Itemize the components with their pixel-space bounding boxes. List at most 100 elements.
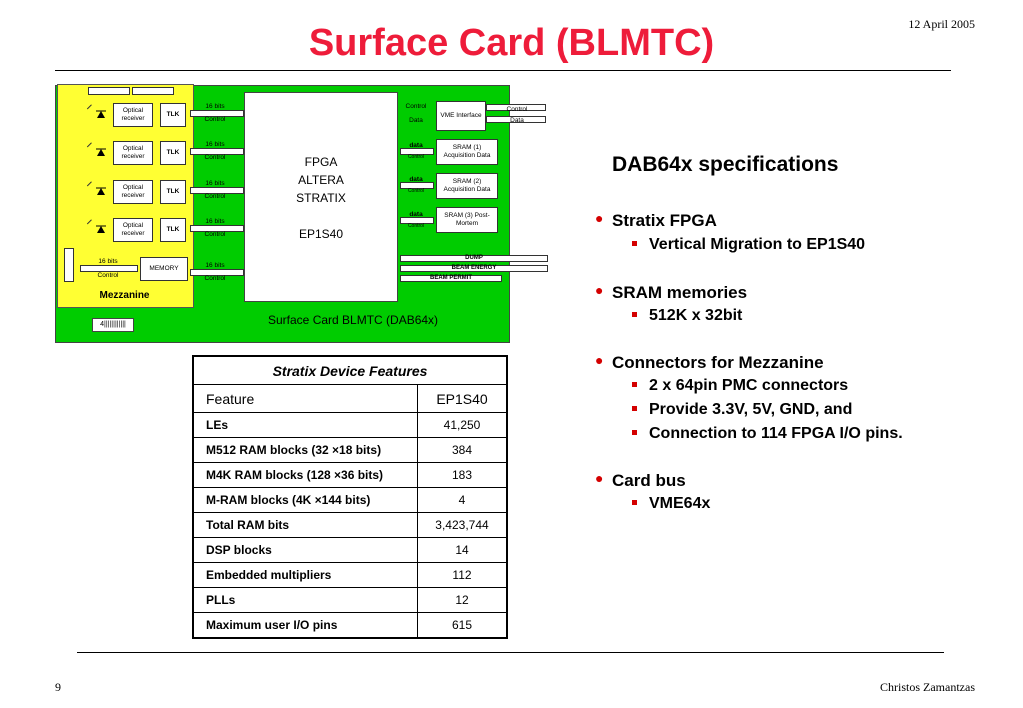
feature-value: 12 — [417, 587, 508, 613]
feature-value: 615 — [417, 612, 508, 639]
side-connector — [64, 248, 74, 282]
bullet-square-icon — [632, 500, 637, 505]
photodiode-icon — [96, 184, 106, 195]
feature-value: 183 — [417, 462, 508, 488]
feature-value: 14 — [417, 537, 508, 563]
tlk-control-label: Control — [204, 116, 226, 123]
diode-symbol-icon — [96, 148, 106, 156]
pmc-connector-2 — [132, 87, 174, 95]
tlk-4: TLK — [160, 218, 186, 242]
bullet-dot-icon: ● — [595, 210, 604, 226]
sram3-block: SRAM (3) Post-Mortem — [436, 207, 498, 233]
tlk-control-label: Control — [204, 231, 226, 238]
sram1-data-label: data — [409, 142, 423, 149]
beam-energy-line: BEAM ENERGY — [400, 265, 548, 272]
dump-line: DUMP — [400, 255, 548, 262]
feature-name: DSP blocks — [192, 537, 418, 563]
beam-permit-line: BEAM PERMIT — [400, 275, 502, 282]
table-row: M-RAM blocks (4K ×144 bits)4 — [192, 487, 508, 513]
diode-symbol-icon — [96, 225, 106, 233]
tlk-fpga-bus — [190, 225, 244, 232]
fpga-line-2: ALTERA — [298, 173, 344, 187]
spec-sub-migration: Vertical Migration to EP1S40 — [632, 236, 865, 254]
optical-receiver-1: Optical receiver — [113, 103, 153, 127]
bullet-dot-icon: ● — [595, 282, 604, 298]
slide-title: Surface Card (BLMTC) — [308, 22, 715, 64]
sram1-bus — [400, 148, 434, 155]
photodiode-icon — [96, 222, 106, 233]
tlk-bits-label: 16 bits — [205, 103, 225, 110]
tlk-1: TLK — [160, 103, 186, 127]
spec-item-cardbus: ●Card bus — [595, 470, 686, 490]
tlk-bits-label: 16 bits — [205, 218, 225, 225]
fpga-line-4 — [245, 207, 397, 225]
title-rule — [55, 70, 951, 71]
vme-control-bus — [486, 104, 546, 111]
sram2-bus — [400, 182, 434, 189]
memory-fpga-bus — [190, 269, 244, 276]
memory-bus — [80, 265, 138, 272]
fpga-line-1: FPGA — [304, 155, 338, 169]
table-caption: Stratix Device Features — [192, 355, 508, 385]
memory-bits-label: 16 bits — [98, 258, 118, 265]
vme-data-out: Data — [510, 117, 524, 124]
specs-title: DAB64x specifications — [612, 153, 839, 176]
sram1-control-label: Control — [407, 154, 425, 160]
tlk-fpga-bus — [190, 110, 244, 117]
optical-receiver-4: Optical receiver — [113, 218, 153, 242]
tlk-3: TLK — [160, 180, 186, 204]
photodiode-icon — [96, 107, 106, 118]
table-header-device: EP1S40 — [417, 384, 508, 413]
bullet-square-icon — [632, 406, 637, 411]
pmc-connector-1 — [88, 87, 130, 95]
tlk-fpga-bus — [190, 148, 244, 155]
feature-value: 112 — [417, 562, 508, 588]
page-number: 9 — [55, 680, 61, 694]
diode-symbol-icon — [96, 110, 106, 118]
memory-fpga-bits: 16 bits — [205, 262, 225, 269]
feature-name: M512 RAM blocks (32 ×18 bits) — [192, 437, 418, 463]
feature-name: Embedded multipliers — [192, 562, 418, 588]
feature-name: Total RAM bits — [192, 512, 418, 538]
feature-name: M4K RAM blocks (128 ×36 bits) — [192, 462, 418, 488]
feature-value: 4 — [417, 487, 508, 513]
feature-value: 41,250 — [417, 412, 508, 438]
table-row: M512 RAM blocks (32 ×18 bits)384 — [192, 437, 508, 463]
diagram-caption: Surface Card BLMTC (DAB64x) — [268, 313, 439, 327]
bullet-dot-icon: ● — [595, 352, 604, 368]
spec-sub-io: Connection to 114 FPGA I/O pins. — [632, 425, 903, 443]
bullet-square-icon — [632, 430, 637, 435]
tlk-bits-label: 16 bits — [205, 180, 225, 187]
spec-item-stratix: ●Stratix FPGA — [595, 210, 717, 230]
vme-data-bus — [486, 116, 546, 123]
sram3-control-label: Control — [407, 223, 425, 229]
mezzanine-label: Mezzanine — [99, 290, 150, 301]
features-table: Stratix Device Features Feature EP1S40 L… — [192, 355, 508, 639]
bullet-square-icon — [632, 312, 637, 317]
optical-receiver-2: Optical receiver — [113, 141, 153, 165]
feature-value: 3,423,744 — [417, 512, 508, 538]
diode-symbol-icon — [96, 187, 106, 195]
memory-fpga-control: Control — [204, 275, 226, 282]
fpga-line-5: EP1S40 — [298, 227, 344, 241]
spec-sub-sram-size: 512K x 32bit — [632, 307, 742, 325]
spec-sub-power: Provide 3.3V, 5V, GND, and — [632, 401, 852, 419]
fpga-line-3: STRATIX — [296, 191, 346, 205]
feature-name: Maximum user I/O pins — [192, 612, 418, 639]
feature-name: M-RAM blocks (4K ×144 bits) — [192, 487, 418, 513]
optical-receiver-3: Optical receiver — [113, 180, 153, 204]
slide-date: 12 April 2005 — [908, 17, 975, 31]
tlk-bits-label: 16 bits — [205, 141, 225, 148]
tlk-control-label: Control — [204, 193, 226, 200]
vme-control-in: Control — [405, 103, 427, 110]
spec-sub-pmc: 2 x 64pin PMC connectors — [632, 377, 848, 395]
author: Christos Zamantzas — [880, 680, 975, 694]
vme-interface: VME Interface — [436, 101, 486, 131]
footer-rule — [77, 652, 944, 653]
